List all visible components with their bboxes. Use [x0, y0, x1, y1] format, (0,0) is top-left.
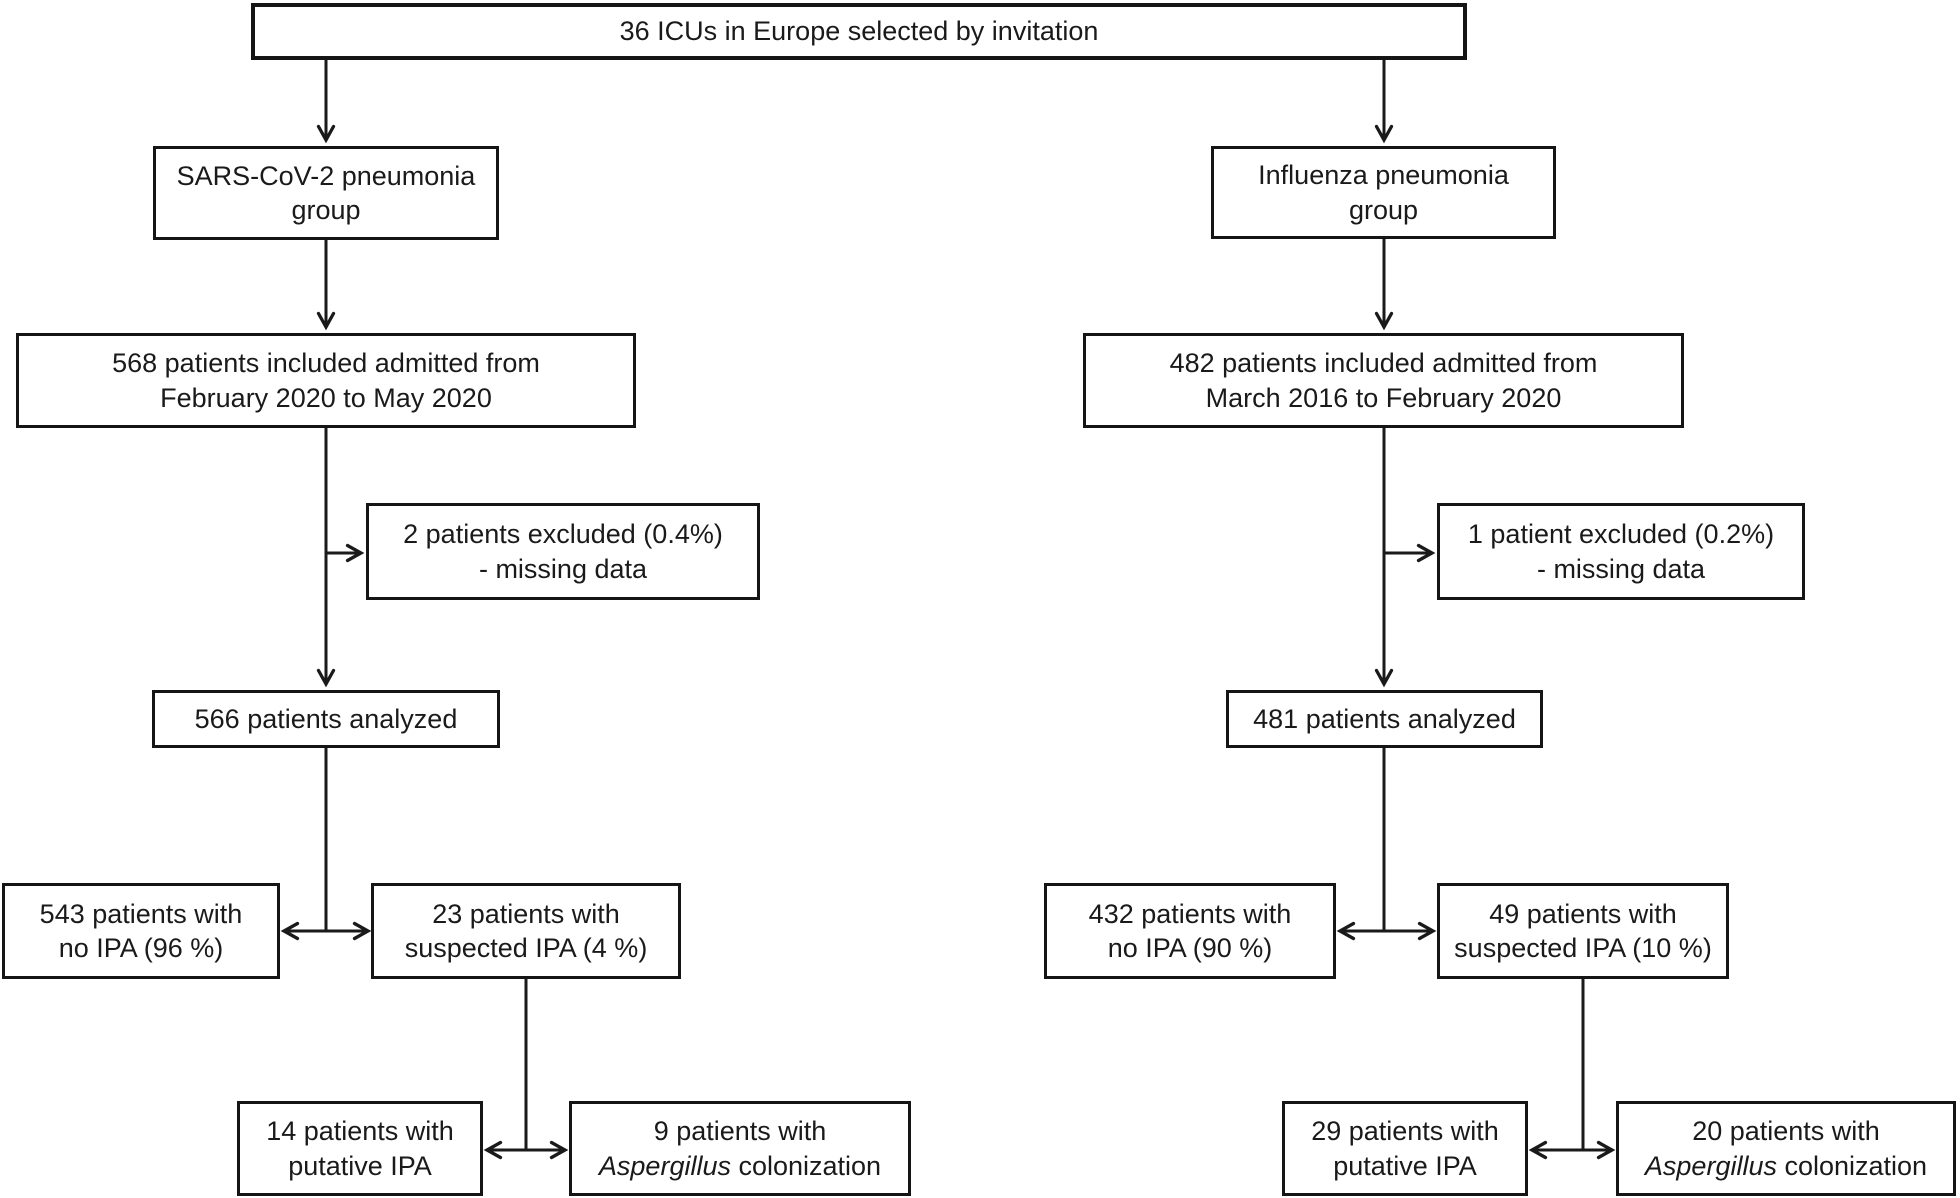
- box-text-line: Influenza pneumonia: [1258, 160, 1509, 191]
- box-text-line: group: [291, 195, 361, 225]
- box-text-line: February 2020 to May 2020: [160, 382, 492, 413]
- box-text-line: no IPA (90 %): [1107, 933, 1273, 963]
- title-box: 36 ICUs in Europe selected by invitation: [251, 3, 1467, 60]
- box-text-line: 2 patients excluded (0.4%): [403, 519, 723, 550]
- right-putative-ipa-box: 29 patients with putative IPA: [1282, 1101, 1528, 1196]
- right-no-ipa-box: 432 patients with no IPA (90 %): [1044, 883, 1336, 979]
- box-text-line: 481 patients analyzed: [1253, 703, 1516, 734]
- box-text-line: SARS-CoV-2 pneumonia: [176, 160, 476, 191]
- box-text-line: 568 patients included admitted from: [112, 348, 540, 379]
- left-colonization-box: 9 patients with Aspergillus colonization: [569, 1101, 911, 1196]
- right-included-box: 482 patients included admitted from Marc…: [1083, 333, 1684, 428]
- species-name: Aspergillus: [1644, 1150, 1777, 1181]
- box-text-line: Aspergillus colonization: [1645, 1149, 1927, 1183]
- species-name: Aspergillus: [598, 1150, 731, 1181]
- box-text-line: suspected IPA (10 %): [1454, 933, 1712, 963]
- box-text-line: group: [1348, 194, 1419, 225]
- right-colonization-box: 20 patients with Aspergillus colonizatio…: [1616, 1101, 1956, 1196]
- box-text-rest: colonization: [1776, 1150, 1928, 1181]
- box-text-line: 20 patients with: [1692, 1116, 1880, 1147]
- box-text-line: 432 patients with: [1088, 898, 1292, 929]
- box-text-rest: colonization: [730, 1150, 882, 1181]
- box-text-line: - missing data: [1536, 553, 1706, 584]
- box-text-line: March 2016 to February 2020: [1205, 382, 1562, 413]
- box-text-line: 23 patients with: [432, 898, 620, 929]
- title-text: 36 ICUs in Europe selected by invitation: [619, 16, 1099, 47]
- left-excluded-box: 2 patients excluded (0.4%) - missing dat…: [366, 503, 760, 600]
- left-suspected-ipa-box: 23 patients with suspected IPA (4 %): [371, 883, 681, 979]
- right-excluded-box: 1 patient excluded (0.2%) - missing data: [1437, 503, 1805, 600]
- box-text-line: 49 patients with: [1489, 898, 1677, 929]
- left-no-ipa-box: 543 patients with no IPA (96 %): [2, 883, 280, 979]
- left-putative-ipa-box: 14 patients with putative IPA: [237, 1101, 483, 1196]
- box-text-line: - missing data: [478, 553, 648, 584]
- box-text-line: 482 patients included admitted from: [1169, 348, 1598, 379]
- box-text-line: no IPA (96 %): [58, 933, 224, 963]
- box-text-line: 566 patients analyzed: [194, 703, 458, 734]
- box-text-line: suspected IPA (4 %): [404, 933, 648, 963]
- left-analyzed-box: 566 patients analyzed: [152, 690, 500, 748]
- box-text-line: Aspergillus colonization: [599, 1149, 881, 1183]
- box-text-line: 543 patients with: [39, 898, 243, 929]
- box-text-line: putative IPA: [1333, 1150, 1477, 1181]
- left-included-box: 568 patients included admitted from Febr…: [16, 333, 636, 428]
- right-analyzed-box: 481 patients analyzed: [1226, 690, 1543, 748]
- sars-group-box: SARS-CoV-2 pneumonia group: [153, 146, 499, 240]
- box-text-line: 1 patient excluded (0.2%): [1467, 519, 1775, 550]
- box-text-line: putative IPA: [288, 1150, 432, 1181]
- box-text-line: 14 patients with: [266, 1116, 454, 1147]
- box-text-line: 9 patients with: [653, 1116, 827, 1147]
- box-text-line: 29 patients with: [1311, 1116, 1499, 1147]
- influenza-group-box: Influenza pneumonia group: [1211, 146, 1556, 239]
- right-suspected-ipa-box: 49 patients with suspected IPA (10 %): [1437, 883, 1729, 979]
